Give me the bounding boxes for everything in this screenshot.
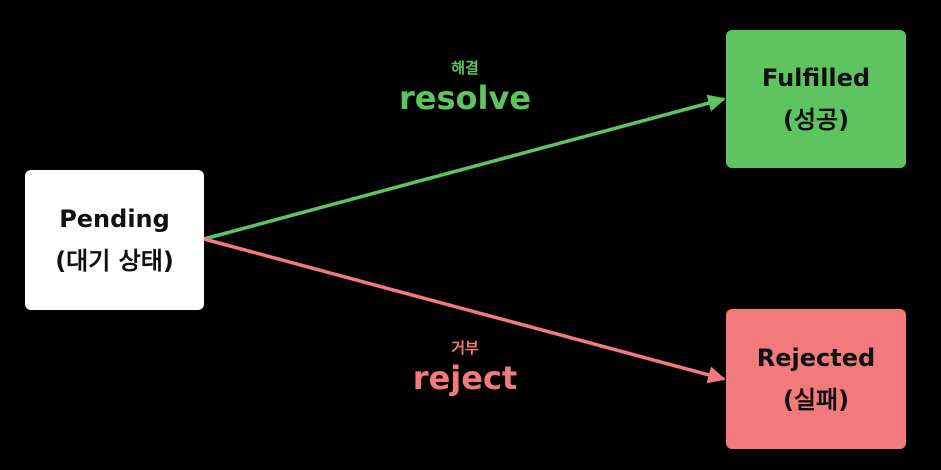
- rejected-state-box: Rejected (실패): [726, 309, 906, 449]
- resolve-arrow: [203, 94, 726, 241]
- pending-title: Pending: [59, 205, 170, 233]
- rejected-title: Rejected: [756, 344, 876, 372]
- resolve-edge-label: 해결 resolve: [385, 58, 545, 118]
- resolve-korean-label: 해결: [451, 59, 479, 77]
- reject-arrow: [203, 237, 726, 384]
- reject-edge-label: 거부 reject: [385, 338, 545, 398]
- reject-korean-label: 거부: [451, 339, 479, 357]
- fulfilled-subtitle: (성공): [782, 106, 850, 134]
- rejected-subtitle: (실패): [782, 386, 850, 414]
- reject-english-label: reject: [412, 359, 518, 397]
- resolve-english-label: resolve: [398, 79, 532, 117]
- fulfilled-title: Fulfilled: [761, 64, 871, 92]
- pending-state-box: Pending (대기 상태): [25, 170, 204, 310]
- fulfilled-state-box: Fulfilled (성공): [726, 30, 906, 168]
- pending-subtitle: (대기 상태): [55, 247, 174, 275]
